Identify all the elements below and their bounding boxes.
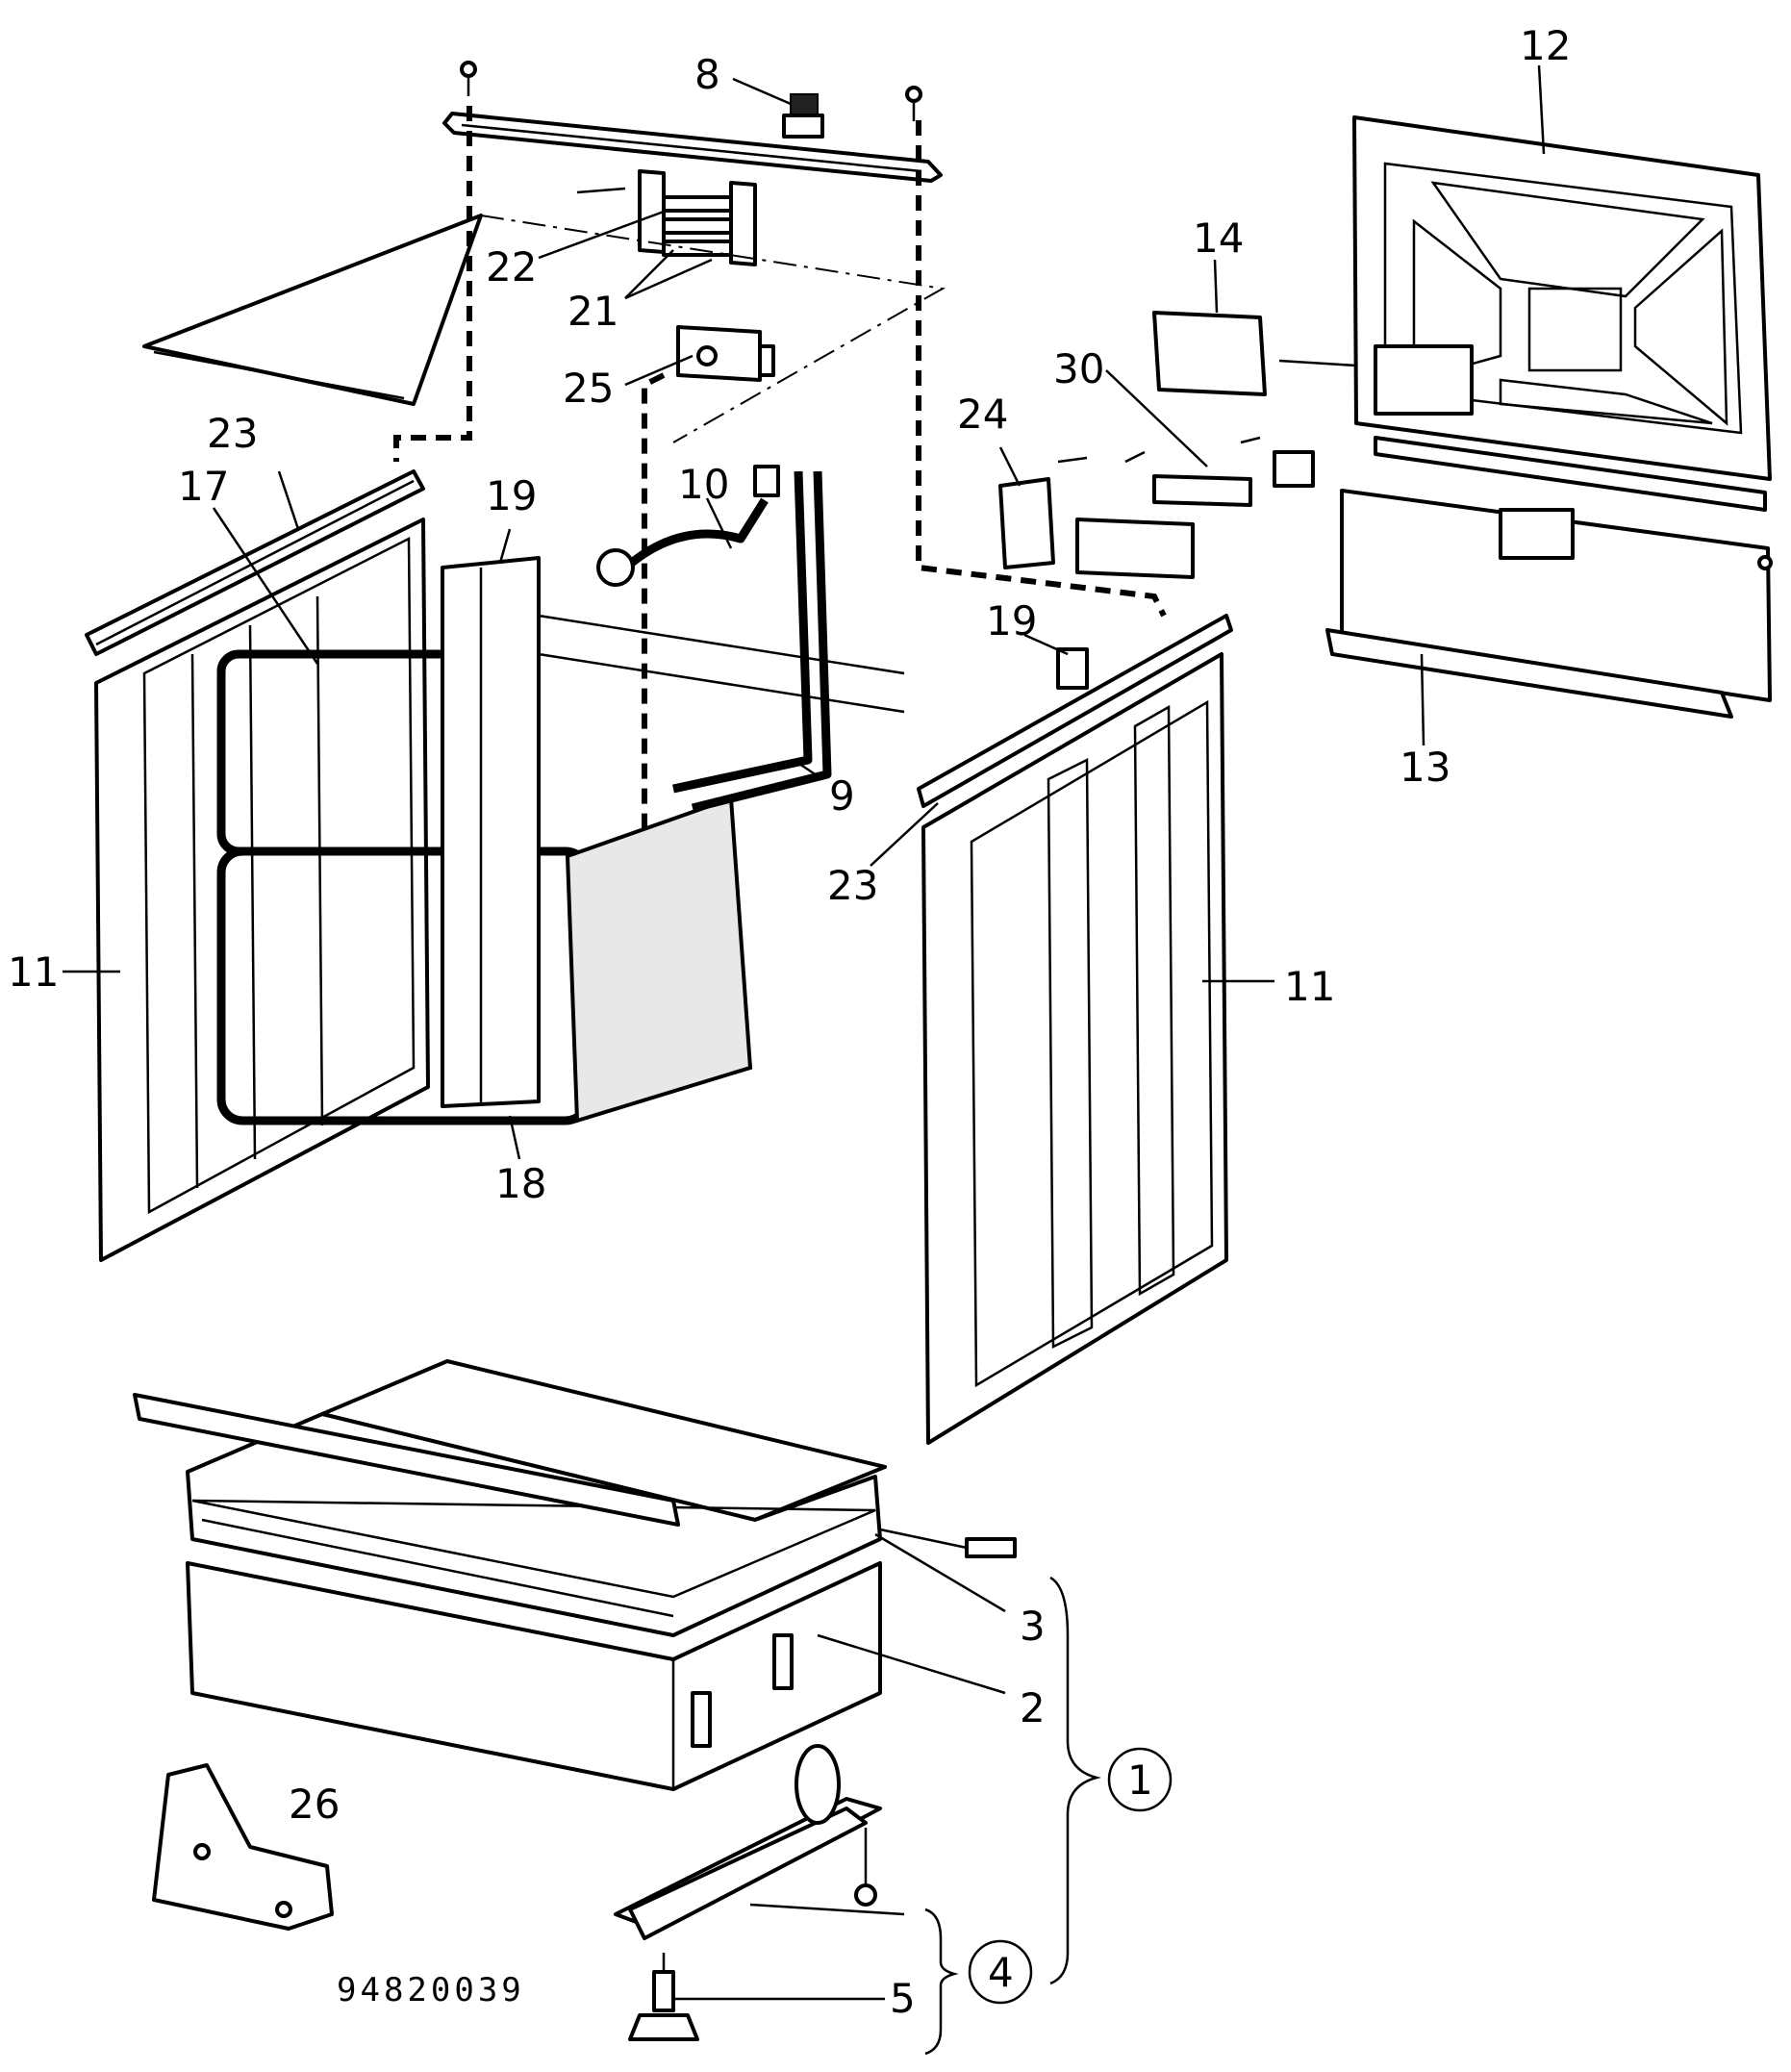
label-19-right: 19: [986, 597, 1037, 644]
hose-10: [596, 465, 780, 587]
screws-top: [460, 61, 922, 121]
label-12: 12: [1520, 22, 1571, 69]
tank-box: [538, 614, 905, 1124]
part-13-tray: [1325, 489, 1773, 719]
label-5: 5: [890, 1975, 916, 2022]
label-25: 25: [563, 365, 614, 412]
label-4: 4: [988, 1949, 1014, 1996]
label-11-left: 11: [8, 948, 59, 996]
base-frame-3: [186, 1359, 887, 1637]
center-column-19: [441, 556, 541, 1108]
brace-1: [1049, 1576, 1101, 1985]
wiring-dash-lines: [393, 106, 1167, 846]
part-24-30-components: [998, 436, 1315, 579]
label-1: 1: [1127, 1756, 1153, 1804]
label-14: 14: [1193, 215, 1244, 262]
pipe-9: [672, 470, 832, 813]
label-30: 30: [1053, 345, 1104, 392]
right-side-panel-11: [921, 652, 1228, 1445]
label-13: 13: [1400, 744, 1450, 791]
left-side-panel-11: [94, 518, 430, 1262]
label-21: 21: [568, 288, 618, 335]
part-14-plate: [1152, 311, 1357, 396]
label-8: 8: [694, 51, 720, 98]
leveling-foot-5: [628, 1953, 699, 2041]
label-26: 26: [289, 1781, 340, 1828]
label-10: 10: [678, 461, 729, 508]
label-3: 3: [1020, 1603, 1046, 1650]
label-11-right: 11: [1284, 963, 1335, 1010]
label-17: 17: [178, 463, 229, 510]
base-frame-2: [186, 1561, 882, 1791]
screw-3: [879, 1528, 1017, 1558]
part-labels: 12 8 14 22 21 25 30 24 23 17 19 10 19 13…: [8, 22, 1571, 2022]
caster-rail-4: [614, 1744, 882, 1940]
bracket-26: [152, 1763, 334, 1931]
label-19-left: 19: [486, 472, 537, 519]
right-top-rail-23: [917, 614, 1233, 808]
drawing-number: 94820039: [337, 1971, 525, 2009]
label-23-left: 23: [207, 410, 258, 457]
label-23-right: 23: [827, 862, 878, 909]
top-rail-assembly: [442, 93, 943, 266]
top-rail-front: [133, 1393, 680, 1527]
label-2: 2: [1020, 1684, 1046, 1731]
brace-4: [924, 1908, 959, 2056]
screw-4: [854, 1828, 877, 1907]
label-24: 24: [957, 391, 1008, 438]
label-18: 18: [495, 1160, 546, 1207]
leader-lines: [63, 64, 1546, 2001]
label-22: 22: [486, 243, 537, 291]
part-12-back-panel: [1352, 115, 1772, 512]
top-cover-panel: [142, 214, 483, 406]
label-9: 9: [829, 772, 855, 820]
part-25-block: [676, 325, 775, 382]
left-top-rail-23: [85, 469, 425, 656]
callout-circles: [968, 1747, 1173, 2005]
